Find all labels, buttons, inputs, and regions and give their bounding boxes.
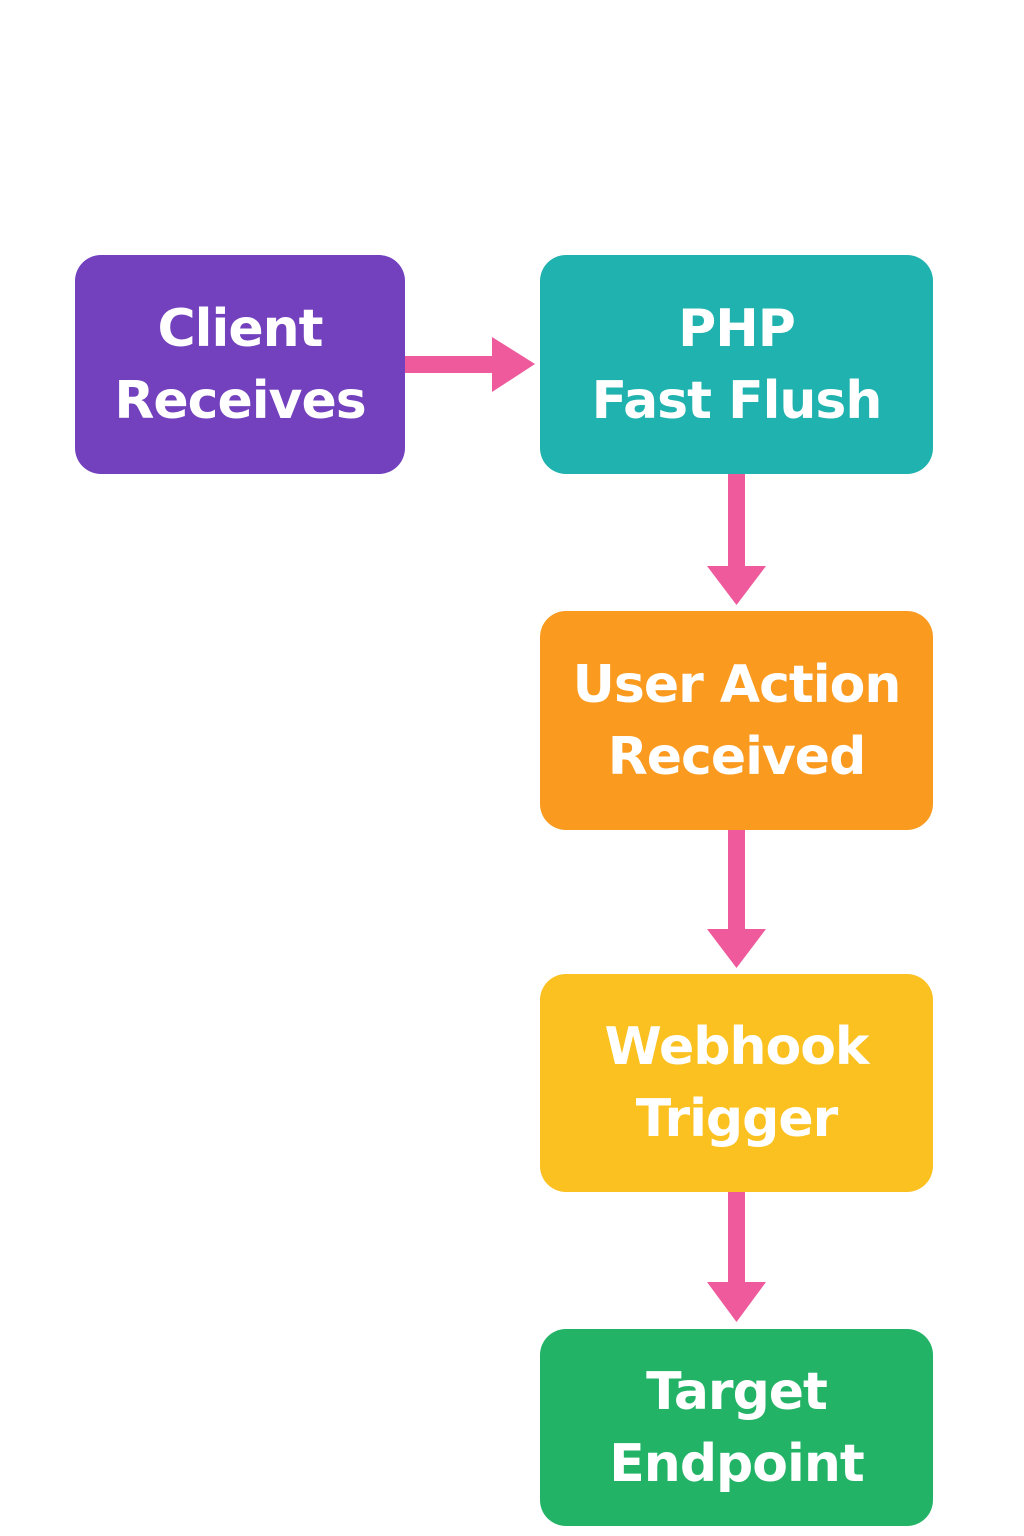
node-user-action-line2: Received [607, 726, 867, 787]
arrow-client-to-php [405, 337, 535, 392]
arrow-php-to-user-action [707, 474, 766, 605]
node-user-action-line1: User Action [572, 654, 902, 715]
node-client-line1: Client [157, 298, 324, 359]
node-client-receives: Client Receives [75, 255, 405, 474]
node-target-line2: Endpoint [609, 1433, 864, 1494]
node-target-endpoint: Target Endpoint [540, 1329, 933, 1526]
node-target-line1: Target [646, 1361, 828, 1422]
node-php-line1: PHP [678, 298, 796, 359]
node-webhook-trigger: Webhook Trigger [540, 974, 933, 1192]
node-user-action-received: User Action Received [540, 611, 933, 830]
node-webhook-line2: Trigger [635, 1089, 839, 1149]
node-client-line2: Receives [114, 370, 366, 431]
arrow-webhook-to-target [707, 1192, 766, 1322]
node-webhook-line1: Webhook [604, 1017, 869, 1077]
node-php-fast-flush: PHP Fast Flush [540, 255, 933, 474]
node-php-line2: Fast Flush [591, 370, 883, 431]
arrow-user-action-to-webhook [707, 830, 766, 968]
